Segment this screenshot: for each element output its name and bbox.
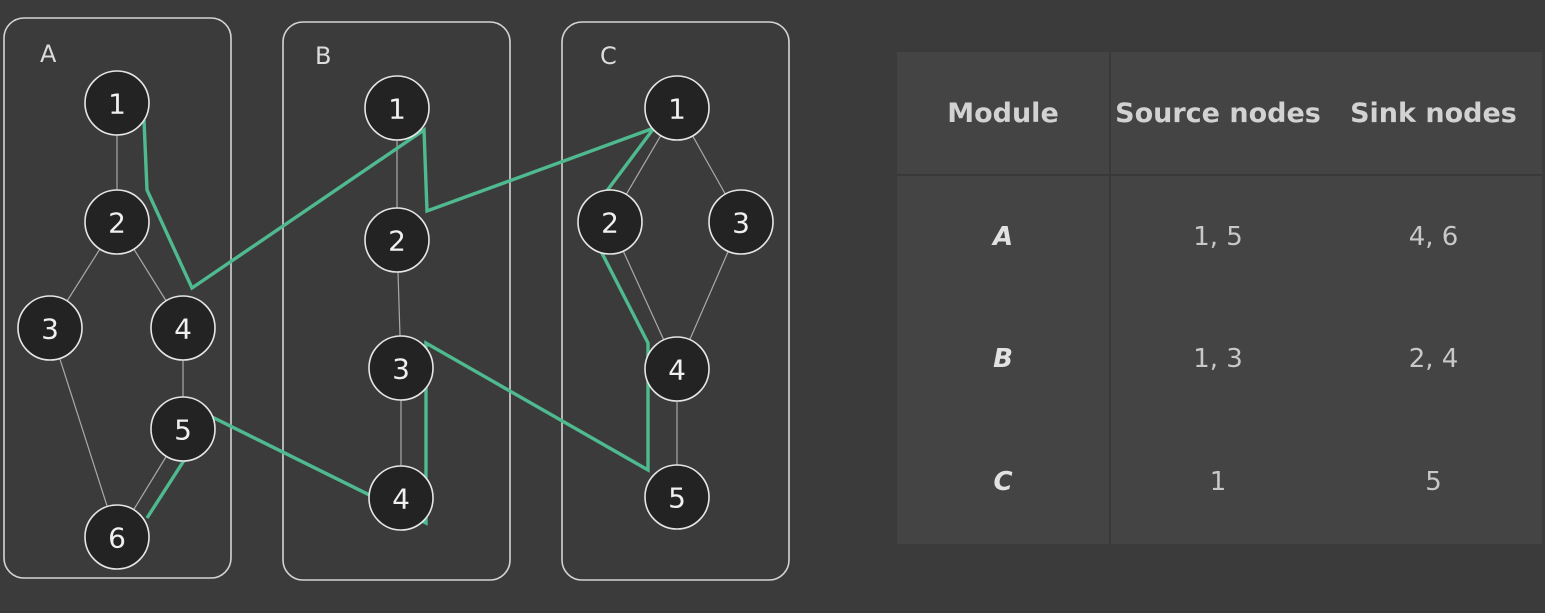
- module-box-a: [3, 17, 232, 579]
- node-label: 3: [392, 353, 410, 386]
- node-label: 4: [392, 483, 410, 516]
- node-b-1: 1: [364, 75, 430, 141]
- node-circle: [644, 75, 710, 141]
- header-sink-nodes: Sink nodes: [1350, 97, 1517, 129]
- node-b-2: 2: [364, 207, 430, 273]
- header-source-nodes: Source nodes: [1115, 97, 1321, 129]
- node-circle: [368, 465, 434, 531]
- table-row: B 1, 3 2, 4: [897, 298, 1542, 420]
- table-row: A 1, 5 4, 6: [897, 176, 1542, 298]
- node-circle: [644, 464, 710, 530]
- node-a-2: 2: [84, 189, 150, 255]
- row-source-nodes: 1, 5: [1193, 222, 1243, 252]
- node-label: 5: [174, 414, 192, 447]
- module-label-b: B: [315, 42, 331, 70]
- row-module: C: [993, 467, 1013, 497]
- row-source-nodes: 1: [1209, 467, 1227, 497]
- node-a-4: 4: [150, 295, 216, 361]
- header-module: Module: [947, 97, 1059, 129]
- node-label: 2: [108, 207, 126, 240]
- node-label: 3: [732, 207, 750, 240]
- module-box-c: [561, 21, 790, 581]
- node-circle: [84, 70, 150, 136]
- node-label: 4: [174, 313, 192, 346]
- column-divider: [1109, 52, 1111, 544]
- module-table: Module Source nodes Sink nodes A 1, 5 4,…: [897, 52, 1542, 544]
- module-label-c: C: [600, 42, 617, 70]
- node-circle: [17, 295, 83, 361]
- node-circle: [368, 335, 434, 401]
- module-diagram: A B C 1 2 3 4 5 6 1 2 3 4 1 2 3 4 5: [3, 17, 790, 581]
- node-label: 2: [601, 207, 619, 240]
- row-sink-nodes: 4, 6: [1408, 222, 1459, 252]
- node-circle: [84, 189, 150, 255]
- table-row: C 1 5: [897, 420, 1542, 544]
- row-sink-nodes: 5: [1425, 467, 1442, 497]
- node-circle: [364, 75, 430, 141]
- node-a-1: 1: [84, 70, 150, 136]
- module-label-a: A: [40, 40, 57, 68]
- node-a-6: 6: [84, 504, 150, 570]
- node-label: 5: [668, 482, 686, 515]
- node-label: 1: [388, 93, 406, 126]
- node-b-3: 3: [368, 335, 434, 401]
- row-module: B: [993, 344, 1013, 374]
- node-c-3: 3: [708, 189, 774, 255]
- node-circle: [644, 336, 710, 402]
- node-a-3: 3: [17, 295, 83, 361]
- node-label: 4: [668, 354, 686, 387]
- node-c-1: 1: [644, 75, 710, 141]
- node-c-5: 5: [644, 464, 710, 530]
- module-box-b: [282, 21, 511, 581]
- node-c-4: 4: [644, 336, 710, 402]
- row-module: A: [992, 222, 1014, 252]
- header-divider: [897, 174, 1542, 176]
- node-circle: [150, 295, 216, 361]
- node-circle: [150, 396, 216, 462]
- node-a-5: 5: [150, 396, 216, 462]
- node-b-4: 4: [368, 465, 434, 531]
- edge-a-3-6: [49, 327, 118, 538]
- node-label: 3: [41, 313, 59, 346]
- node-circle: [84, 504, 150, 570]
- node-label: 1: [668, 93, 686, 126]
- node-circle: [364, 207, 430, 273]
- node-label: 6: [108, 522, 126, 555]
- node-label: 1: [108, 88, 126, 121]
- row-source-nodes: 1, 3: [1193, 344, 1243, 374]
- node-c-2: 2: [577, 189, 643, 255]
- row-sink-nodes: 2, 4: [1408, 344, 1459, 374]
- table-header-row: Module Source nodes Sink nodes: [897, 52, 1542, 174]
- node-circle: [577, 189, 643, 255]
- node-label: 2: [388, 225, 406, 258]
- node-circle: [708, 189, 774, 255]
